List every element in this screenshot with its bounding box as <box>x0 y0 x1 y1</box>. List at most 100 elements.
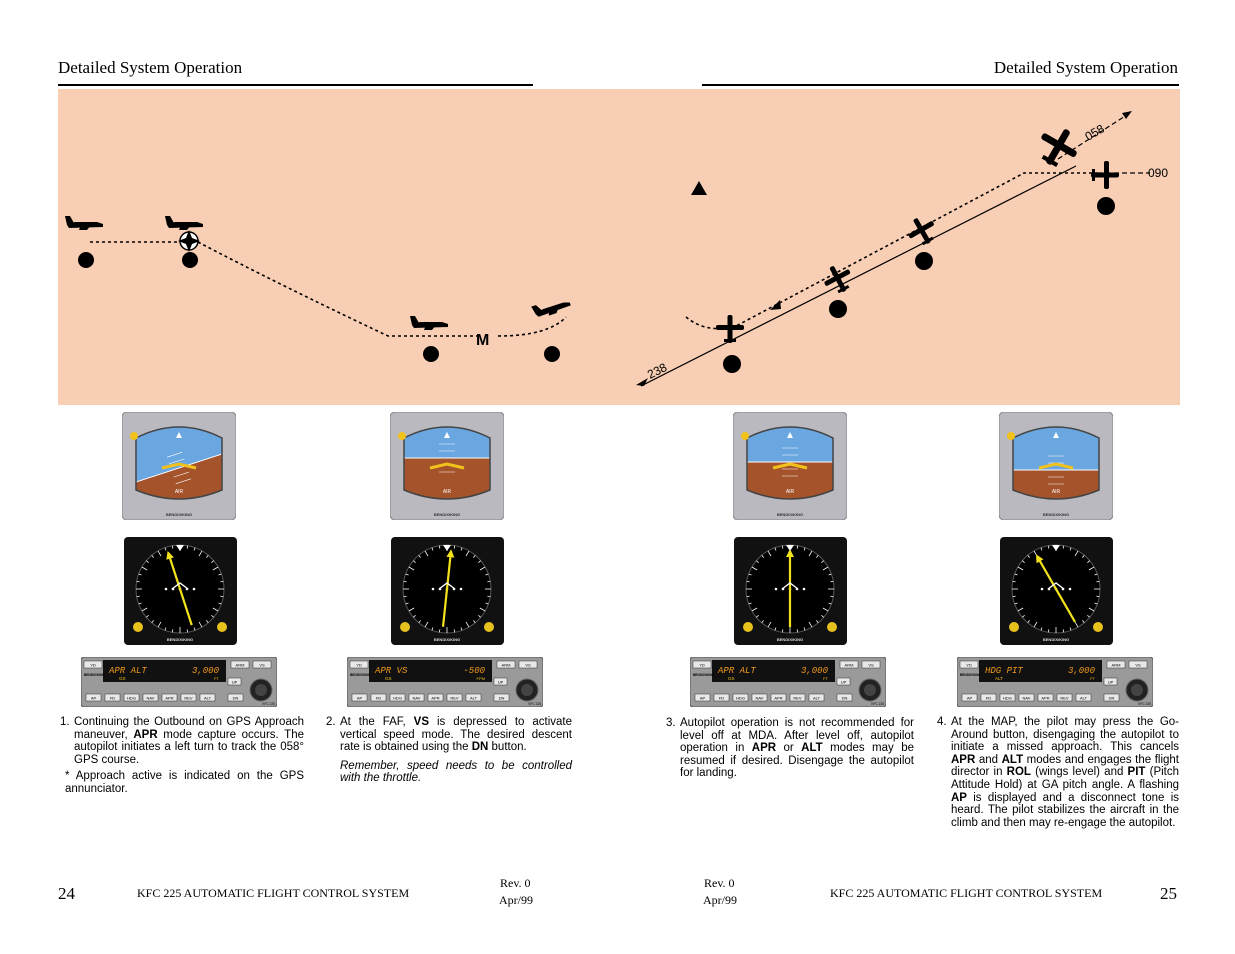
caption-bold: PIT <box>1127 766 1146 779</box>
svg-text:APR ALT: APR ALT <box>108 666 147 676</box>
svg-text:YD: YD <box>90 663 96 668</box>
header-rule-right <box>702 84 1179 86</box>
svg-text:KFC 225: KFC 225 <box>262 702 275 706</box>
svg-text:DN: DN <box>499 696 505 701</box>
footer-date-right: Apr/99 <box>703 893 737 907</box>
profile-path <box>90 241 567 337</box>
svg-text:YD: YD <box>356 663 362 668</box>
svg-text:GS: GS <box>728 676 735 681</box>
svg-text:HDG: HDG <box>127 696 136 701</box>
step-marker <box>1097 197 1115 215</box>
svg-text:FD: FD <box>719 696 724 701</box>
svg-text:REV: REV <box>450 696 459 701</box>
vor-icon <box>691 181 707 195</box>
caption-bold: DN <box>471 741 489 754</box>
svg-text:AIR: AIR <box>175 489 184 495</box>
svg-text:BENDIX/KING: BENDIX/KING <box>960 673 981 677</box>
svg-text:ARM: ARM <box>236 663 245 668</box>
svg-text:BENDIX/KING: BENDIX/KING <box>84 673 105 677</box>
svg-text:DN: DN <box>233 696 239 701</box>
svg-text:BENDIX/KING: BENDIX/KING <box>1043 512 1069 517</box>
arrow-icon <box>1122 111 1132 119</box>
page-header-left: Detailed System Operation <box>58 58 243 77</box>
svg-text:UP: UP <box>232 680 238 685</box>
svg-text:BENDIX/KING: BENDIX/KING <box>777 637 803 642</box>
svg-text:-500: -500 <box>463 666 485 676</box>
footer-rev-right: Rev. 0 <box>704 876 735 890</box>
svg-text:ARM: ARM <box>1112 663 1121 668</box>
caption-text: (wings level) and <box>1030 766 1128 779</box>
attitude-indicator: AIR BENDIX/KING <box>389 411 505 521</box>
caption-bold: AP <box>951 791 967 804</box>
svg-text:BENDIX/KING: BENDIX/KING <box>167 637 193 642</box>
svg-text:ALT: ALT <box>1080 696 1088 701</box>
step-marker <box>723 355 741 373</box>
step-marker <box>829 300 847 318</box>
caption-text: At the FAF, <box>340 716 414 728</box>
svg-text:DN: DN <box>1109 696 1115 701</box>
svg-text:ARM: ARM <box>845 663 854 668</box>
svg-text:VS: VS <box>1135 663 1141 668</box>
svg-text:ALT: ALT <box>204 696 212 701</box>
bearing-058-label: 058 <box>1083 121 1108 143</box>
svg-text:BENDIX/KING: BENDIX/KING <box>350 673 371 677</box>
airplane-icon <box>1091 161 1119 189</box>
svg-text:APR VS: APR VS <box>374 666 408 676</box>
svg-text:FT: FT <box>1090 676 1095 681</box>
course-line-058 <box>1057 112 1131 160</box>
step-marker <box>182 252 198 268</box>
hsi-indicator: BENDIX/KING <box>391 537 504 645</box>
page-header-right: Detailed System Operation <box>993 58 1178 77</box>
airplane-icon <box>165 216 203 230</box>
svg-text:HDG: HDG <box>1003 696 1012 701</box>
svg-text:VS: VS <box>868 663 874 668</box>
caption-text: modes and engages the flight director in <box>951 753 1179 779</box>
svg-text:KFC 225: KFC 225 <box>1138 702 1151 706</box>
svg-text:3,000: 3,000 <box>801 666 829 676</box>
svg-text:HDG: HDG <box>393 696 402 701</box>
caption-text: modes may be resumed if desired. Disenga… <box>680 742 915 780</box>
svg-text:FD: FD <box>986 696 991 701</box>
svg-text:FPM: FPM <box>477 676 485 681</box>
svg-text:BENDIX/KING: BENDIX/KING <box>434 637 460 642</box>
svg-text:HDG PIT: HDG PIT <box>985 666 1023 676</box>
svg-text:REV: REV <box>793 696 802 701</box>
svg-text:GS: GS <box>119 676 126 681</box>
svg-text:VS: VS <box>525 663 531 668</box>
footer-date-left: Apr/99 <box>499 893 533 907</box>
svg-text:AIR: AIR <box>443 489 452 495</box>
svg-text:UP: UP <box>1108 680 1114 685</box>
caption-step-1: 1. Continuing the Outbound on GPS Approa… <box>60 716 304 796</box>
bearing-090-label: 090 <box>1148 166 1168 180</box>
svg-text:NAV: NAV <box>413 696 421 701</box>
caption-text: mode capture occurs. The autopilot initi… <box>74 728 304 766</box>
svg-text:UP: UP <box>498 680 504 685</box>
svg-text:ALT: ALT <box>470 696 478 701</box>
svg-text:HDG: HDG <box>736 696 745 701</box>
svg-text:AP: AP <box>91 696 97 701</box>
svg-text:FD: FD <box>110 696 115 701</box>
airplane-icon <box>531 294 572 320</box>
svg-text:ARM: ARM <box>502 663 511 668</box>
caption-step-4: 4. At the MAP, the pilot may press the G… <box>937 716 1179 829</box>
caption-text: is displayed and a disconnect tone is he… <box>951 791 1179 829</box>
caption-note: * Approach active is indicated on the GP… <box>65 770 304 795</box>
svg-text:KFC 225: KFC 225 <box>871 702 884 706</box>
footer-rev-left: Rev. 0 <box>500 876 531 890</box>
svg-text:REV: REV <box>184 696 193 701</box>
page-number-right: 25 <box>1160 884 1177 903</box>
arrow-icon <box>636 378 648 386</box>
svg-text:AP: AP <box>967 696 973 701</box>
svg-text:BENDIX/KING: BENDIX/KING <box>434 512 460 517</box>
track-path <box>685 172 1098 330</box>
hsi-indicator: BENDIX/KING <box>124 537 237 645</box>
svg-text:BENDIX/KING: BENDIX/KING <box>777 512 803 517</box>
caption-bold: ROL <box>1006 766 1031 779</box>
step-marker <box>544 346 560 362</box>
svg-text:FD: FD <box>376 696 381 701</box>
caption-number: 1. <box>60 716 70 728</box>
